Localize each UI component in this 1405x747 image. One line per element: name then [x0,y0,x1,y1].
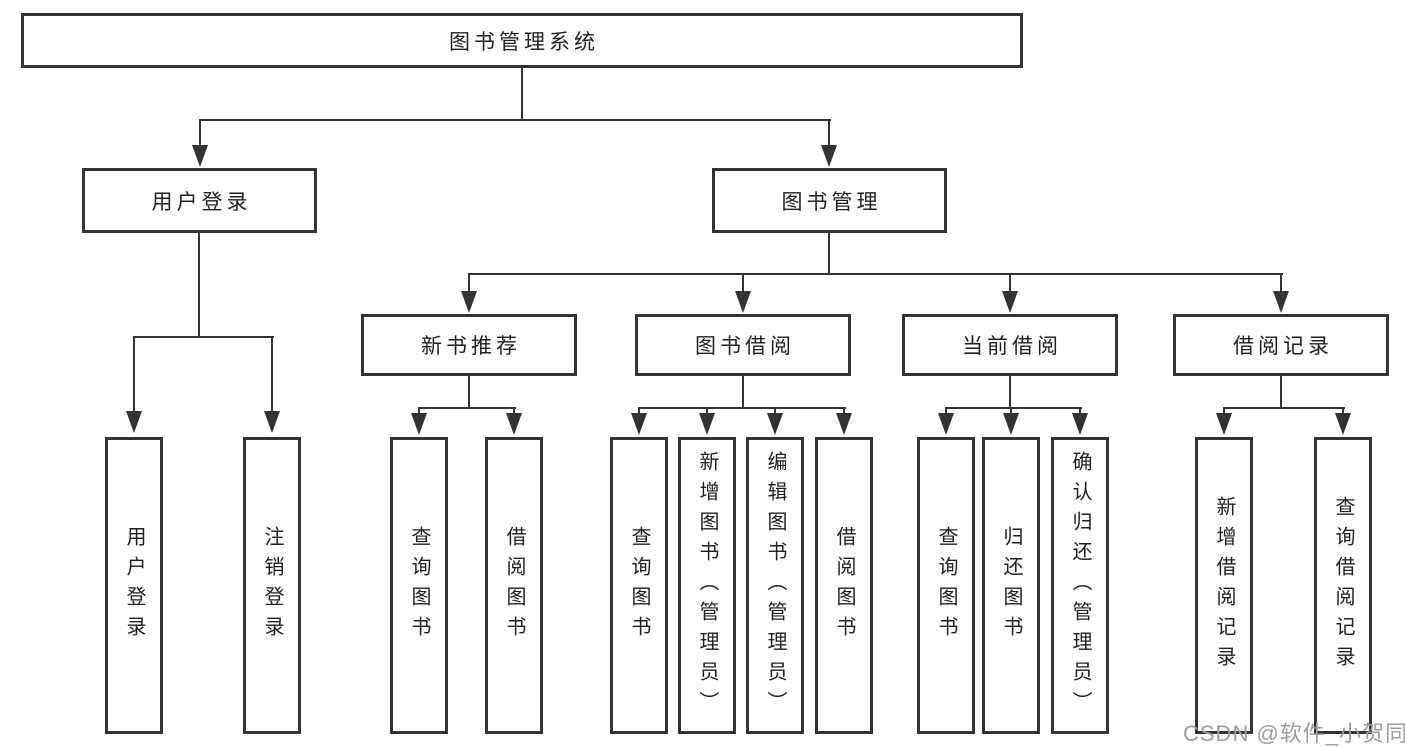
leaf-return-books: 归还图书 [982,437,1040,734]
arrowhead-down-icon [1335,413,1351,435]
node-borrow-records: 借阅记录 [1173,314,1389,376]
node-current-borrow: 当前借阅 [902,314,1118,376]
node-book-borrow: 图书借阅 [635,314,851,376]
arrowhead-down-icon [699,413,715,435]
leaf-add-borrow-record: 新增借阅记录 [1195,437,1253,734]
connector-line [706,407,708,415]
arrowhead-down-icon [461,291,477,313]
arrowhead-down-icon [1003,413,1019,435]
arrowhead-down-icon [264,411,280,433]
leaf-label: 新增图书（管理员） [696,450,718,721]
connector-line [742,376,744,409]
connector-line [198,233,200,337]
arrowhead-down-icon [1002,291,1018,313]
connector-line [468,273,1283,275]
arrowhead-down-icon [767,413,783,435]
leaf-user-login: 用户登录 [105,437,163,734]
leaf-label: 注销登录 [261,525,283,646]
connector-line [1223,407,1345,409]
arrowhead-down-icon [411,413,427,435]
leaf-label: 查询图书 [408,525,430,646]
connector-line [774,407,776,415]
node-root-label: 图书管理系统 [449,30,599,54]
node-user-login-label: 用户登录 [151,190,252,214]
csdn-watermark: CSDN @软件_小贺同学 [1183,721,1405,746]
connector-line [133,336,274,338]
arrowhead-down-icon [836,413,852,435]
leaf-label: 编辑图书（管理员） [764,450,786,721]
leaf-label: 确认归还（管理员） [1069,450,1091,721]
leaf-label: 借阅图书 [833,525,855,646]
connector-line [1342,407,1344,415]
node-new-book-recommend: 新书推荐 [361,314,577,376]
connector-line [638,407,846,409]
arrowhead-down-icon [938,413,954,435]
leaf-add-book-admin: 新增图书（管理员） [678,437,736,734]
node-new-book-recommend-label: 新书推荐 [421,335,521,358]
leaf-borrow-books-2: 借阅图书 [815,437,873,734]
arrowhead-down-icon [1072,413,1088,435]
connector-line [468,376,470,409]
connector-line [418,407,516,409]
connector-line [1223,407,1225,415]
connector-line [468,273,470,293]
connector-line [1079,407,1081,415]
connector-line [945,407,947,415]
leaf-label: 查询借阅记录 [1332,495,1354,676]
leaf-label: 借阅图书 [503,525,525,646]
connector-line [199,119,201,147]
leaf-label: 查询图书 [935,525,957,646]
connector-line [828,233,830,275]
connector-line [513,407,515,415]
node-root: 图书管理系统 [21,13,1023,68]
connector-line [742,273,744,293]
node-book-borrow-label: 图书借阅 [695,335,795,358]
leaf-confirm-return-admin: 确认归还（管理员） [1051,437,1109,734]
connector-line [1009,273,1011,293]
leaf-query-borrow-record: 查询借阅记录 [1314,437,1372,734]
connector-line [828,119,830,147]
connector-line [843,407,845,415]
leaf-query-books-3: 查询图书 [917,437,975,734]
connector-line [271,336,273,413]
arrowhead-down-icon [631,413,647,435]
connector-line [945,407,1082,409]
arrowhead-down-icon [506,413,522,435]
connector-line [1009,376,1011,409]
connector-line [521,68,523,120]
node-book-management-label: 图书管理 [781,190,882,214]
connector-line [1010,407,1012,415]
leaf-borrow-books-1: 借阅图书 [485,437,543,734]
connector-line [133,336,135,413]
node-book-management: 图书管理 [712,168,947,233]
connector-line [1280,376,1282,409]
leaf-label: 用户登录 [123,525,145,646]
leaf-label: 归还图书 [1000,525,1022,646]
leaf-label: 新增借阅记录 [1213,495,1235,676]
arrowhead-down-icon [821,145,837,167]
connector-line [418,407,420,415]
arrowhead-down-icon [126,411,142,433]
node-user-login: 用户登录 [82,168,317,233]
connector-line [638,407,640,415]
arrowhead-down-icon [735,291,751,313]
leaf-label: 查询图书 [628,525,650,646]
leaf-query-books-2: 查询图书 [610,437,668,734]
arrowhead-down-icon [192,145,208,167]
connector-line [1280,273,1282,293]
arrowhead-down-icon [1216,413,1232,435]
node-borrow-records-label: 借阅记录 [1233,335,1333,358]
leaf-logout: 注销登录 [243,437,301,734]
leaf-edit-book-admin: 编辑图书（管理员） [746,437,804,734]
leaf-query-books-1: 查询图书 [390,437,448,734]
connector-line [199,119,831,121]
arrowhead-down-icon [1273,291,1289,313]
node-current-borrow-label: 当前借阅 [962,335,1062,358]
